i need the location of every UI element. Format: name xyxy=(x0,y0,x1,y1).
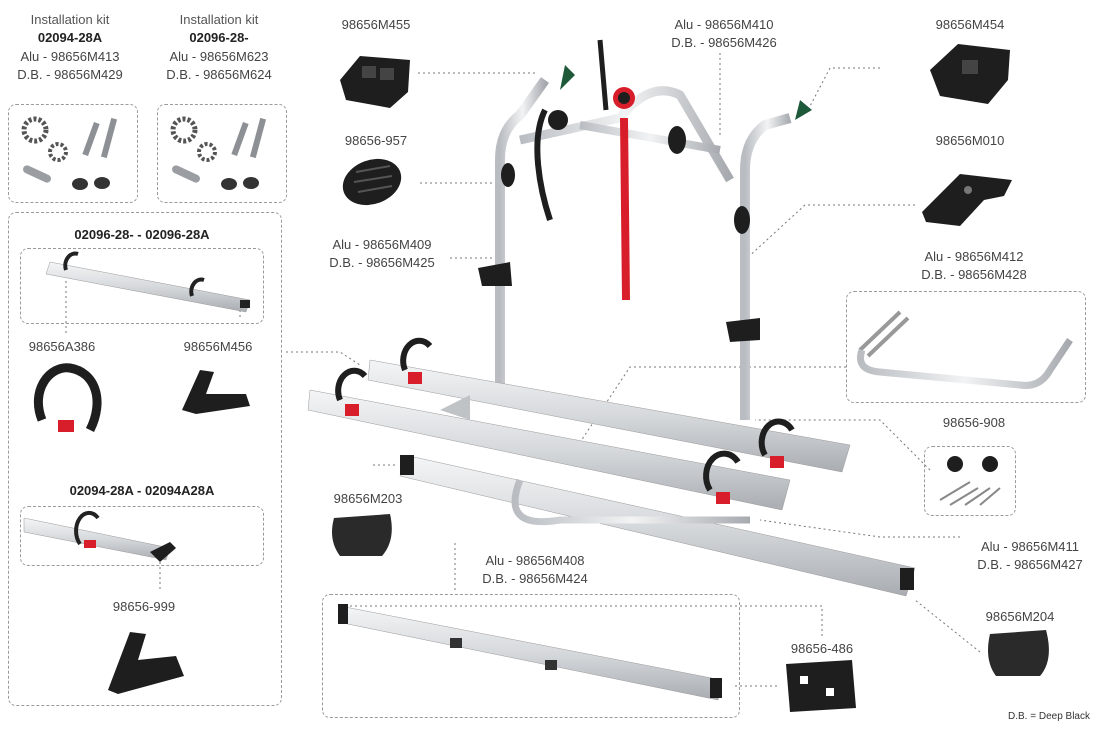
kit2-alu: Alu - 98656M623 xyxy=(169,49,269,64)
kit-98656-908-shape xyxy=(939,456,1001,506)
frame-m412-box xyxy=(846,291,1086,403)
installation-kit-1-parts xyxy=(21,116,118,190)
kit-box-2 xyxy=(157,104,287,203)
part-98656M410-alu-label: Alu - 98656M410 xyxy=(674,17,774,32)
holder-98656M456 xyxy=(182,370,250,414)
part-98656M456-label: 98656M456 xyxy=(183,339,253,354)
part-98656M204-label: 98656M204 xyxy=(985,609,1055,624)
installation-kit-2-parts xyxy=(170,116,267,190)
part-98656-999-label: 98656-999 xyxy=(112,599,176,614)
rail-group2-box xyxy=(20,506,264,566)
part-98656M454-shape xyxy=(930,44,1010,104)
part-98656M427-db-label: D.B. - 98656M427 xyxy=(977,557,1083,572)
rail-group1-title: 02096-28- - 02096-28A xyxy=(74,227,210,242)
part-98656M428-db-label: D.B. - 98656M428 xyxy=(921,267,1027,282)
endcap-98656M204-shape xyxy=(988,630,1049,676)
part-98656M455-shape xyxy=(340,56,410,108)
rail-panel-box xyxy=(8,212,282,706)
part-98656M010-label: 98656M010 xyxy=(935,133,1005,148)
part-98656A386-label: 98656A386 xyxy=(28,339,96,354)
main-carrier-frame xyxy=(478,39,812,420)
kit1-alu: Alu - 98656M413 xyxy=(20,49,120,64)
part-98656M424-db-label: D.B. - 98656M424 xyxy=(482,571,588,586)
part-98656M454-label: 98656M454 xyxy=(935,17,1005,32)
rail-group2-title: 02094-28A - 02094A28A xyxy=(69,483,215,498)
bottom-rail-98656M408 xyxy=(399,454,916,597)
carrier-rails xyxy=(307,337,851,511)
part-98656M010-shape xyxy=(922,174,1012,226)
rail-02096-illustration xyxy=(45,251,251,313)
rail-m408-box xyxy=(322,594,740,718)
kit-box-1 xyxy=(8,104,138,203)
kit-908-box xyxy=(924,446,1016,516)
part-98656-908-label: 98656-908 xyxy=(942,415,1006,430)
strap-98656A386 xyxy=(33,363,102,433)
kit1-code: 02094-28A xyxy=(37,30,103,45)
plate-98656-486-shape xyxy=(786,660,856,712)
part-98656M408-alu-label: Alu - 98656M408 xyxy=(485,553,585,568)
part-98656-486-label: 98656-486 xyxy=(790,641,854,656)
part-98656-957-label: 98656-957 xyxy=(344,133,408,148)
part-98656M426-db-label: D.B. - 98656M426 xyxy=(671,35,777,50)
kit2-title: Installation kit xyxy=(179,12,259,27)
part-98656M425-db-label: D.B. - 98656M425 xyxy=(329,255,435,270)
kit1-db: D.B. - 98656M429 xyxy=(17,67,123,82)
frame-98656M412-shape xyxy=(857,310,1073,389)
part-98656M455-label: 98656M455 xyxy=(341,17,411,32)
kit1-title: Installation kit xyxy=(30,12,110,27)
part-98656M411-alu-label: Alu - 98656M411 xyxy=(980,539,1080,554)
part-98656M203-label: 98656M203 xyxy=(333,491,403,506)
rail-group1-box xyxy=(20,248,264,324)
legend-note: D.B. = Deep Black xyxy=(1008,711,1090,722)
part-98656-957-shape xyxy=(342,158,402,206)
part-98656M409-alu-label: Alu - 98656M409 xyxy=(332,237,432,252)
kit2-code: 02096-28- xyxy=(189,30,249,45)
kit2-db: D.B. - 98656M624 xyxy=(166,67,272,82)
rail-98656M408-detail-shape xyxy=(337,604,723,701)
endcap-98656M203-shape xyxy=(332,514,392,556)
part-98656M412-alu-label: Alu - 98656M412 xyxy=(924,249,1024,264)
rail-02094-illustration xyxy=(23,510,176,562)
holder-98656-999 xyxy=(108,632,184,694)
